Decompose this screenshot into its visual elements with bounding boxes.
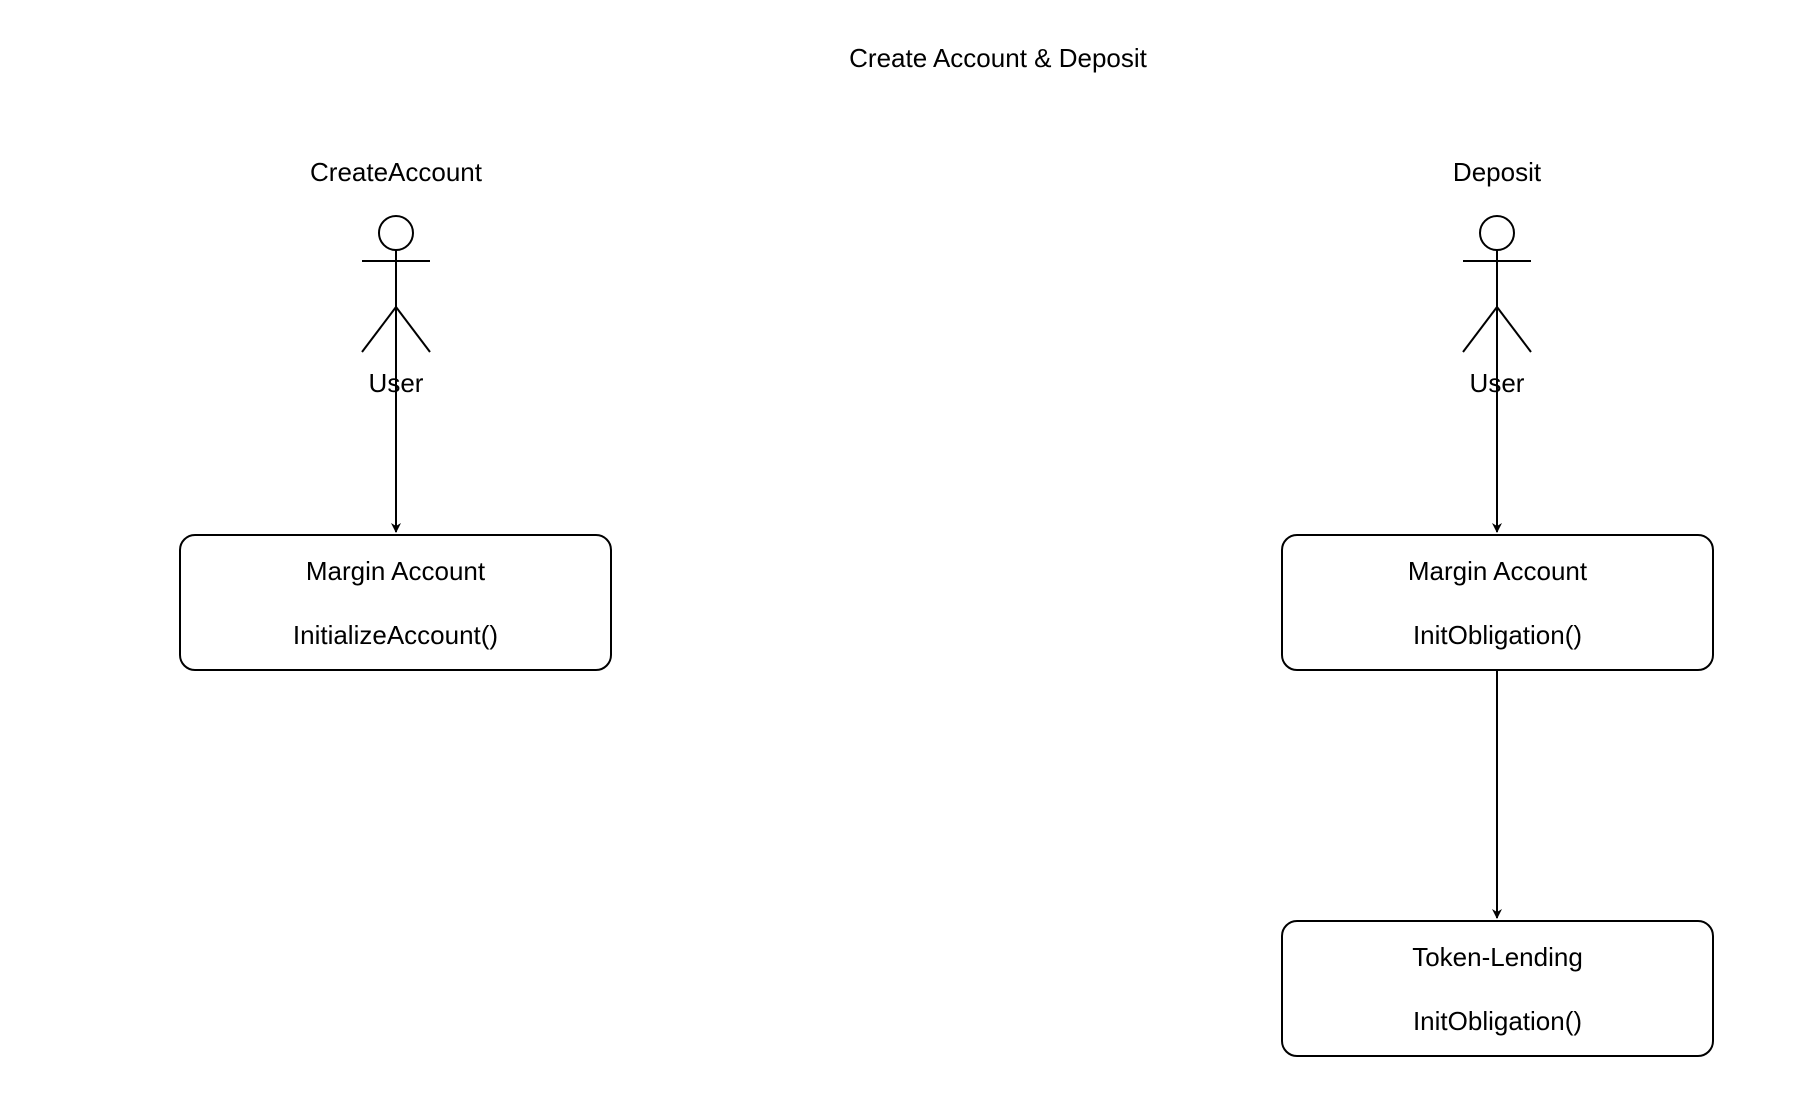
node-margin-account-initialize[interactable]: Margin Account InitializeAccount()	[179, 534, 612, 671]
node-title: Margin Account	[305, 556, 486, 586]
flow-heading-createaccount: CreateAccount	[310, 157, 482, 187]
node-method: InitializeAccount()	[292, 620, 499, 650]
node-token-lending-init-obligation[interactable]: Token-Lending InitObligation()	[1281, 920, 1714, 1057]
node-title: Margin Account	[1407, 556, 1588, 586]
node-method: InitObligation()	[1412, 1006, 1583, 1036]
actor-label-deposit: User	[1469, 368, 1525, 398]
node-title: Token-Lending	[1412, 942, 1583, 972]
actor-icon-deposit	[1462, 215, 1532, 353]
diagram-title: Create Account & Deposit	[849, 43, 1147, 73]
actor-label-createaccount: User	[368, 368, 424, 398]
flow-heading-deposit: Deposit	[1452, 157, 1542, 187]
node-margin-account-init-obligation[interactable]: Margin Account InitObligation()	[1281, 534, 1714, 671]
node-method: InitObligation()	[1412, 620, 1583, 650]
